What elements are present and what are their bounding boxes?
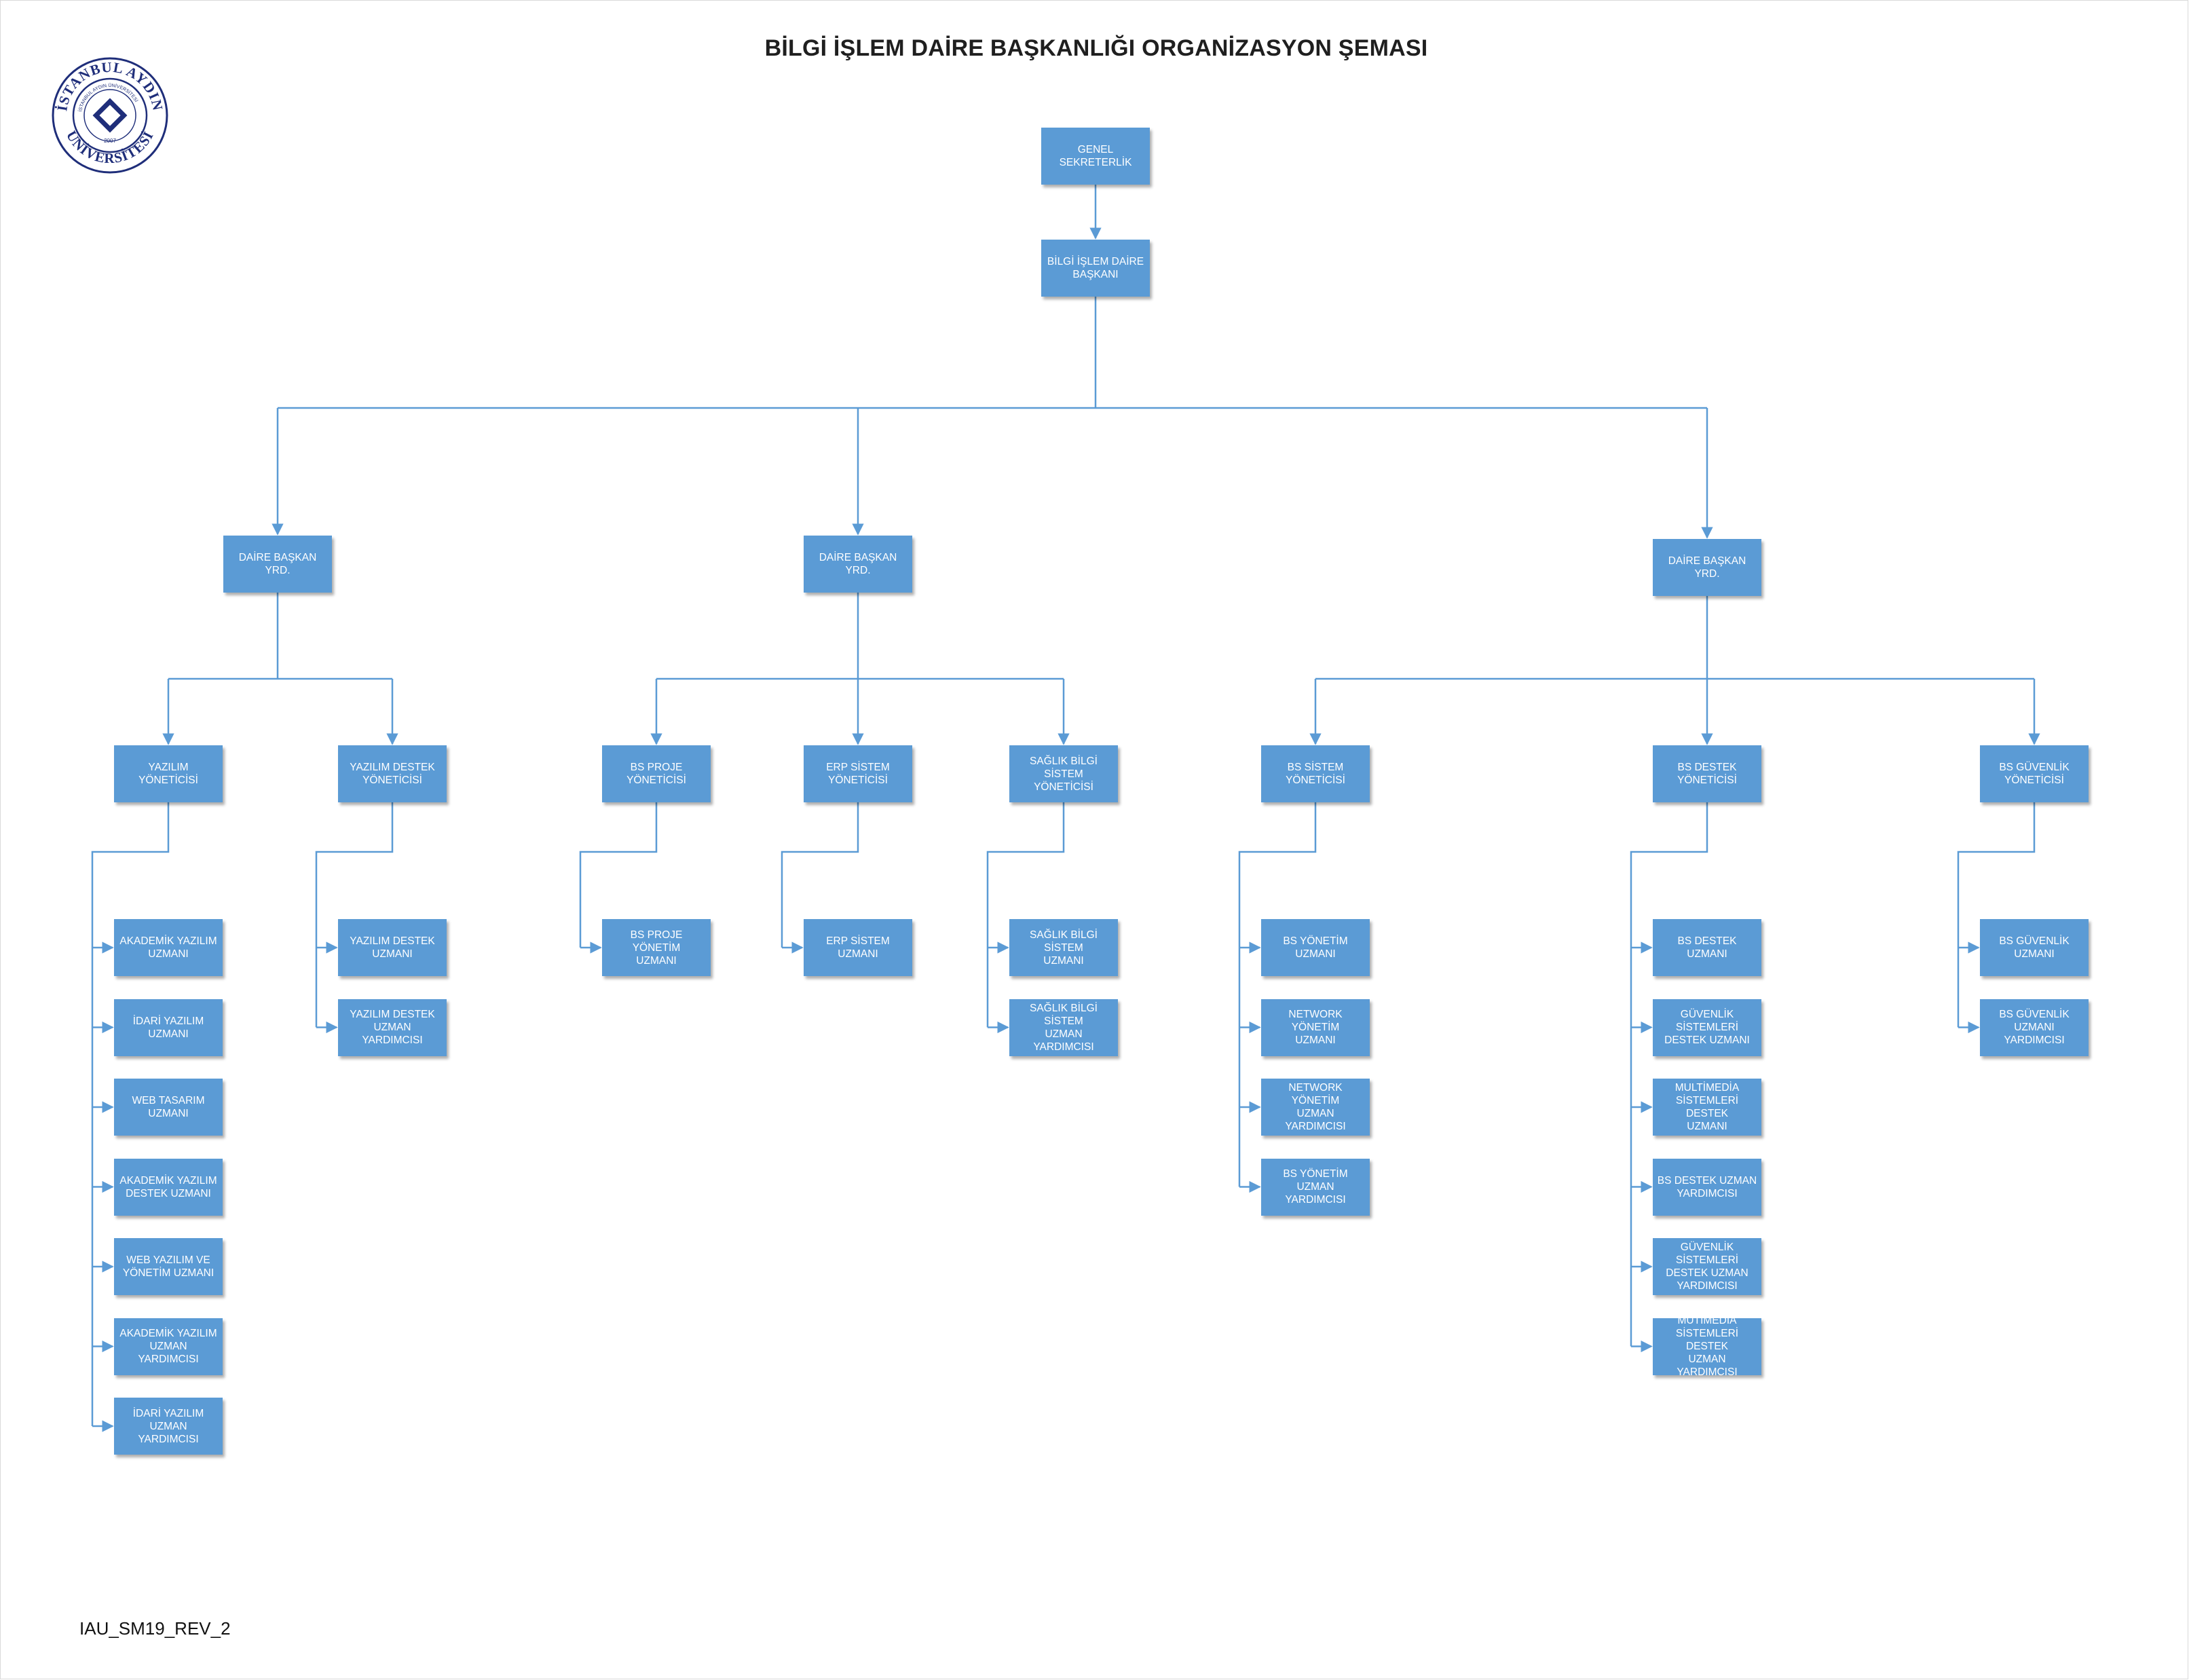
page-title: BİLGİ İŞLEM DAİRE BAŞKANLIĞI ORGANİZASYO… bbox=[764, 35, 1428, 61]
box-staff-1-2-2: YAZILIM DESTEK UZMAN YARDIMCISI bbox=[338, 998, 447, 1056]
connector-manager-3-1-rail bbox=[1238, 802, 1317, 1187]
connector-manager-2-2-rail bbox=[781, 802, 859, 948]
box-staff-3-1-3: NETWORK YÖNETİM UZMAN YARDIMCISI bbox=[1261, 1079, 1370, 1136]
connector-manager-3-2-rail bbox=[1630, 802, 1708, 1347]
box-staff-2-3-1: SAĞLIK BİLGİ SİSTEM UZMANI bbox=[1009, 919, 1118, 976]
box-deputy-2: DAİRE BAŞKAN YRD. bbox=[804, 536, 912, 593]
connector-manager-2-3-rail bbox=[986, 802, 1065, 1028]
box-staff-3-1-4: BS YÖNETİM UZMAN YARDIMCISI bbox=[1261, 1158, 1370, 1216]
box-staff-2-2-1: ERP SİSTEM UZMANI bbox=[804, 919, 912, 976]
box-manager-2-1: BS PROJE YÖNETİCİSİ bbox=[602, 745, 711, 802]
connector-manager-3-3-rail bbox=[1957, 802, 2036, 1028]
box-staff-3-2-3: MULTİMEDİA SİSTEMLERİ DESTEK UZMANI bbox=[1653, 1079, 1761, 1136]
box-deputy-1: DAİRE BAŞKAN YRD. bbox=[223, 536, 332, 593]
box-manager-3-2: BS DESTEK YÖNETİCİSİ bbox=[1653, 745, 1761, 802]
box-staff-3-3-2: BS GÜVENLİK UZMANI YARDIMCISI bbox=[1980, 998, 2089, 1056]
box-deputy-3: DAİRE BAŞKAN YRD. bbox=[1653, 539, 1761, 596]
box-staff-3-1-1: BS YÖNETİM UZMANI bbox=[1261, 919, 1370, 976]
box-staff-3-2-2: GÜVENLİK SİSTEMLERİ DESTEK UZMANI bbox=[1653, 998, 1761, 1056]
box-staff-2-3-2: SAĞLIK BİLGİ SİSTEM UZMAN YARDIMCISI bbox=[1009, 998, 1118, 1056]
box-genel-sekreterlik: GENEL SEKRETERLİK bbox=[1041, 128, 1150, 185]
connector-manager-2-1-rail bbox=[579, 802, 658, 948]
connector-manager-1-1-rail bbox=[91, 802, 170, 1426]
box-staff-1-1-7: İDARİ YAZILIM UZMAN YARDIMCISI bbox=[114, 1398, 223, 1455]
box-daire-baskani: BİLGİ İŞLEM DAİRE BAŞKANI bbox=[1041, 240, 1150, 297]
box-staff-3-2-4: BS DESTEK UZMAN YARDIMCISI bbox=[1653, 1158, 1761, 1216]
box-manager-1-1: YAZILIM YÖNETİCİSİ bbox=[114, 745, 223, 802]
document-code: IAU_SM19_REV_2 bbox=[79, 1618, 231, 1639]
university-logo: İSTANBUL AYDIN ÜNİVERSİTESİ İSTANBUL AYD… bbox=[52, 57, 168, 174]
box-staff-1-1-6: AKADEMİK YAZILIM UZMAN YARDIMCISI bbox=[114, 1318, 223, 1375]
box-staff-3-2-1: BS DESTEK UZMANI bbox=[1653, 919, 1761, 976]
box-staff-1-1-4: AKADEMİK YAZILIM DESTEK UZMANI bbox=[114, 1158, 223, 1216]
box-staff-3-3-1: BS GÜVENLİK UZMANI bbox=[1980, 919, 2089, 976]
box-staff-1-2-1: YAZILIM DESTEK UZMANI bbox=[338, 919, 447, 976]
box-staff-1-1-1: AKADEMİK YAZILIM UZMANI bbox=[114, 919, 223, 976]
box-manager-1-2: YAZILIM DESTEK YÖNETİCİSİ bbox=[338, 745, 447, 802]
box-manager-2-2: ERP SİSTEM YÖNETİCİSİ bbox=[804, 745, 912, 802]
box-manager-3-1: BS SİSTEM YÖNETİCİSİ bbox=[1261, 745, 1370, 802]
box-staff-1-1-3: WEB TASARIM UZMANI bbox=[114, 1079, 223, 1136]
logo-year: 2007 bbox=[104, 138, 116, 144]
box-manager-3-3: BS GÜVENLİK YÖNETİCİSİ bbox=[1980, 745, 2089, 802]
box-staff-1-1-5: WEB YAZILIM VE YÖNETİM UZMANI bbox=[114, 1238, 223, 1295]
box-staff-2-1-1: BS PROJE YÖNETİM UZMANI bbox=[602, 919, 711, 976]
box-staff-3-1-2: NETWORK YÖNETİM UZMANI bbox=[1261, 998, 1370, 1056]
connector-manager-1-2-rail bbox=[315, 802, 394, 1028]
box-staff-3-2-6: MUTİMEDİA SİSTEMLERİ DESTEK UZMAN YARDIM… bbox=[1653, 1315, 1761, 1378]
box-staff-3-2-5: GÜVENLİK SİSTEMLERİ DESTEK UZMAN YARDIMC… bbox=[1653, 1238, 1761, 1295]
box-manager-2-3: SAĞLIK BİLGİ SİSTEM YÖNETİCİSİ bbox=[1009, 745, 1118, 802]
box-staff-1-1-2: İDARİ YAZILIM UZMANI bbox=[114, 998, 223, 1056]
